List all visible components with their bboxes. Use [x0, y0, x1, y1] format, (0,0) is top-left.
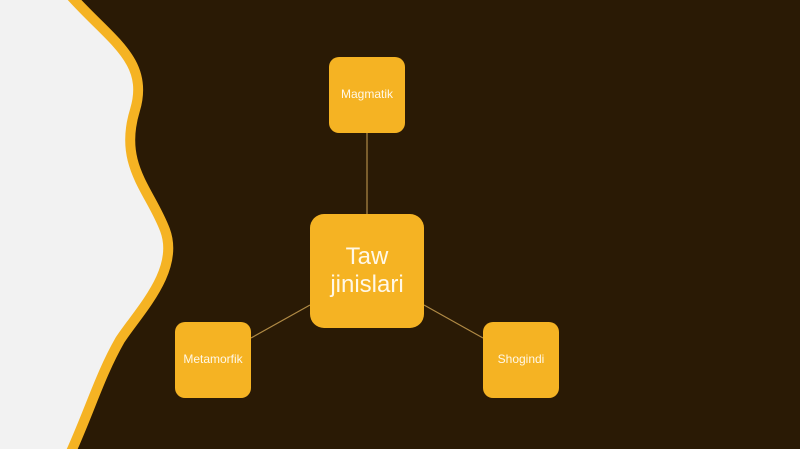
diagram-center-node: Taw jinislari — [310, 214, 424, 328]
node-label: Magmatik — [340, 87, 393, 102]
diagram-node-metamorfik: Metamorfik — [175, 322, 251, 398]
orange-wave-stripe — [66, 0, 174, 449]
center-node-label: Taw jinislari — [330, 243, 404, 298]
node-label: Metamorfik — [183, 352, 243, 367]
diagram-node-magmatik: Magmatik — [329, 57, 405, 133]
node-label: Shogindi — [497, 352, 545, 367]
connector-line-right — [423, 304, 484, 339]
left-light-panel — [0, 0, 169, 449]
connector-line-left — [250, 304, 311, 339]
diagram-node-shogindi: Shogindi — [483, 322, 559, 398]
